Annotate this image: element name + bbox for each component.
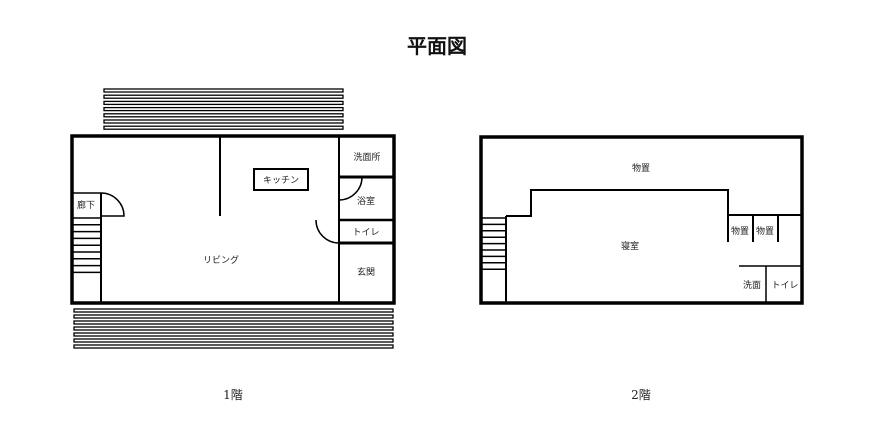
deck-plank bbox=[73, 332, 394, 337]
bath-door-swing bbox=[338, 176, 363, 201]
room-label-storage: 物置 bbox=[731, 225, 749, 237]
room-label-entrance: 玄関 bbox=[357, 266, 375, 278]
deck-top bbox=[103, 88, 344, 130]
room-label-storage: 物置 bbox=[756, 225, 774, 237]
deck-plank bbox=[103, 119, 344, 124]
floor1-plan: 洗面所 キッチン 浴室 トイレ 廊下 リビング 玄関 1階 bbox=[70, 88, 396, 402]
stairs bbox=[481, 217, 506, 270]
toilet-door-swing bbox=[315, 219, 340, 244]
room-label-bedroom: 寝室 bbox=[621, 240, 639, 252]
deck-plank bbox=[73, 326, 394, 331]
deck-plank bbox=[73, 320, 394, 325]
room-label-toilet: トイレ bbox=[352, 228, 379, 238]
room-label-hallway: 廊下 bbox=[77, 199, 95, 211]
room-label-bath: 浴室 bbox=[357, 195, 375, 207]
hallway-door-swing bbox=[100, 192, 125, 217]
floor2-plan: 物置 寝室 物置 物置 洗面 トイレ 2階 bbox=[479, 135, 804, 402]
kitchen-counter bbox=[253, 168, 309, 191]
floor2-caption: 2階 bbox=[631, 387, 651, 402]
deck-plank bbox=[103, 113, 344, 118]
deck-plank bbox=[73, 338, 394, 343]
room-label-senmenjo: 洗面所 bbox=[353, 151, 380, 163]
room-label-toilet: トイレ bbox=[771, 281, 798, 291]
room-label-washroom: 洗面 bbox=[743, 279, 761, 291]
deck-plank bbox=[103, 88, 344, 93]
bedroom-wall bbox=[506, 189, 729, 242]
deck-plank bbox=[73, 344, 394, 349]
deck-bottom bbox=[73, 308, 394, 349]
deck-plank bbox=[73, 308, 394, 313]
deck-plank bbox=[73, 314, 394, 319]
deck-plank bbox=[103, 125, 344, 130]
room-label-kitchen: キッチン bbox=[263, 175, 299, 186]
deck-plank bbox=[103, 94, 344, 99]
room-label-living: リビング bbox=[203, 254, 239, 266]
deck-plank bbox=[103, 106, 344, 112]
room-label-storage: 物置 bbox=[632, 162, 650, 174]
floor2-outer-wall bbox=[479, 135, 804, 305]
floor1-caption: 1階 bbox=[223, 387, 243, 402]
stairs bbox=[72, 217, 101, 274]
page-title: 平面図 bbox=[407, 34, 467, 58]
deck-plank bbox=[103, 100, 344, 106]
